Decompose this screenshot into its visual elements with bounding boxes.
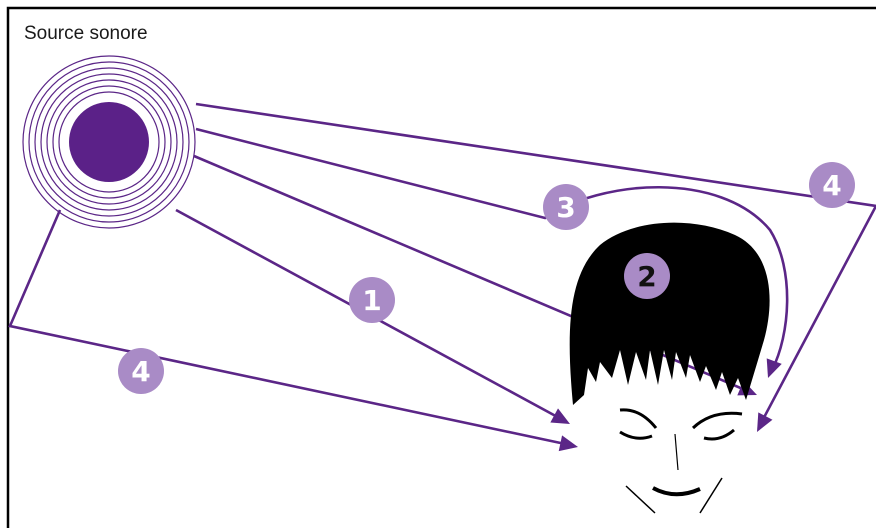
- badge-2-label: 2: [637, 260, 656, 293]
- badge-4-bottom-circle: [118, 348, 164, 394]
- sound-source: [22, 55, 196, 229]
- path-4-bottom-line: [8, 209, 571, 447]
- path-4-top-line: [195, 102, 876, 426]
- badge-4-top: 4: [809, 162, 855, 208]
- head-illustration: [569, 222, 770, 514]
- path-3-arrow: [766, 358, 782, 378]
- source-ring: [46, 79, 172, 205]
- path-badges: 1 2 3 4 4: [118, 162, 855, 394]
- hair-shape: [569, 222, 770, 405]
- diagram-frame: [6, 6, 876, 528]
- badge-1: 1: [349, 277, 395, 323]
- left-eyebrow: [619, 408, 658, 429]
- path-4-top-arrow: [757, 412, 773, 432]
- source-ring: [40, 73, 178, 211]
- path-4-bottom-arrow: [558, 435, 578, 452]
- badge-2: 2: [624, 253, 670, 299]
- right-eyebrow: [691, 411, 743, 430]
- badge-4-top-label: 4: [822, 169, 841, 202]
- source-ring: [28, 61, 190, 223]
- badge-1-label: 1: [362, 284, 381, 317]
- badge-1-circle: [349, 277, 395, 323]
- source-ring: [58, 91, 160, 193]
- badge-3: 3: [543, 184, 589, 230]
- nose: [674, 433, 679, 471]
- source-ring: [34, 67, 184, 217]
- badge-3-circle: [543, 184, 589, 230]
- left-eye: [619, 430, 653, 440]
- path-1-arrow: [550, 408, 570, 424]
- badge-3-label: 3: [556, 191, 575, 224]
- jaw-left: [625, 485, 656, 514]
- diagram-title: Source sonore: [24, 23, 148, 44]
- mouth: [652, 486, 701, 497]
- badge-2-circle: [624, 253, 670, 299]
- source-ring: [52, 85, 166, 199]
- badge-4-bottom: 4: [118, 348, 164, 394]
- path-3-line: [195, 127, 789, 371]
- jaw-right: [699, 477, 723, 514]
- source-core: [69, 102, 149, 182]
- right-eye: [703, 428, 735, 441]
- badge-4-top-circle: [809, 162, 855, 208]
- source-ring: [22, 55, 196, 229]
- badge-4-bottom-label: 4: [131, 355, 150, 388]
